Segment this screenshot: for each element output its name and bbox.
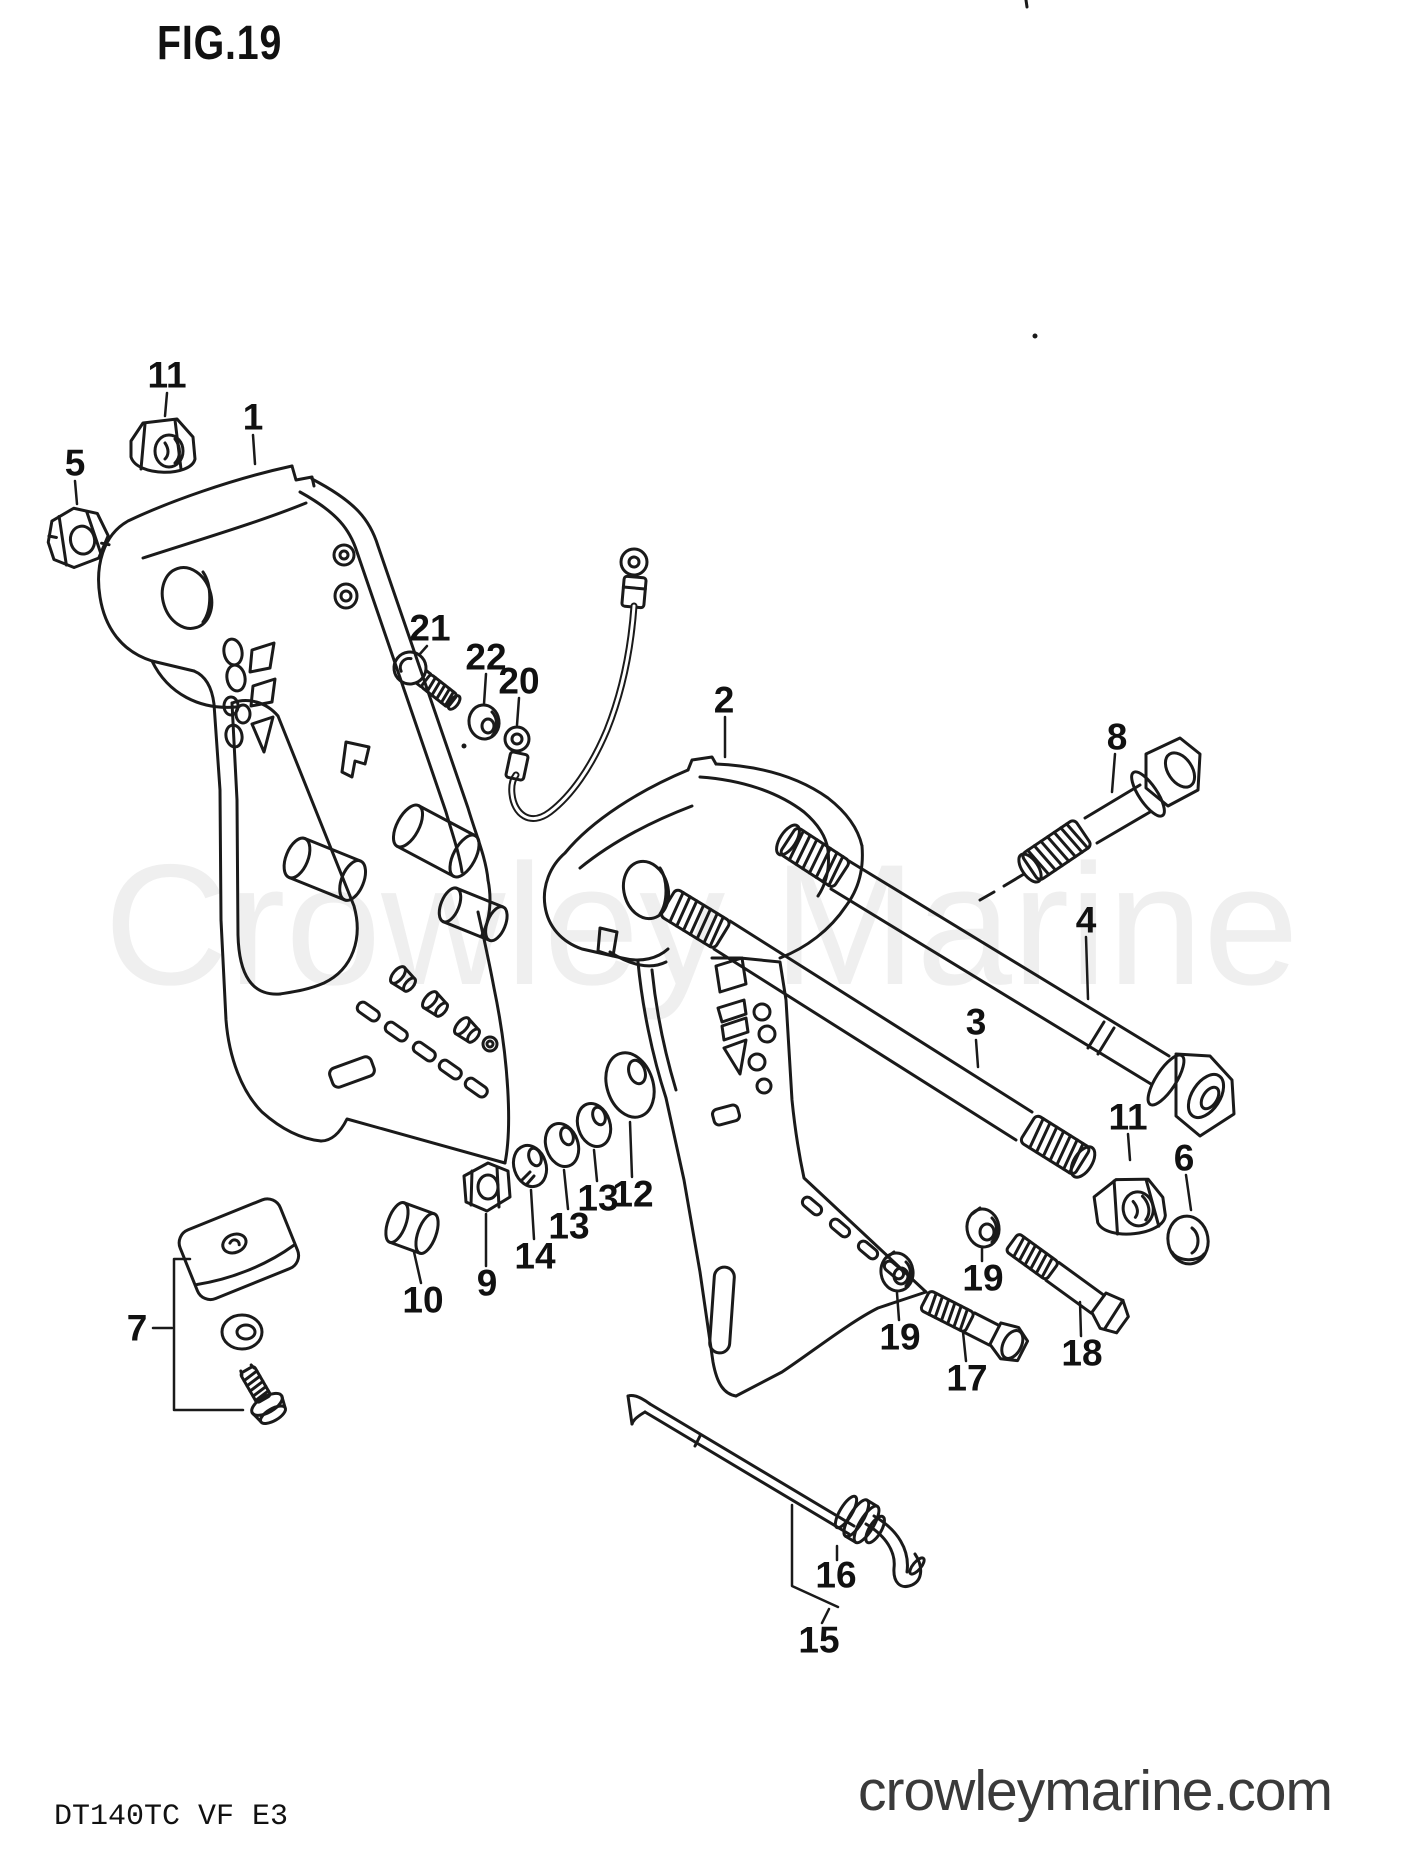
stray-marks xyxy=(461,0,1038,749)
callout-label: 18 xyxy=(1061,1333,1102,1374)
callout-label: 20 xyxy=(498,661,539,702)
ground-wire-20 xyxy=(503,547,649,822)
rod-15 xyxy=(626,1394,856,1536)
leader-bracket-15 xyxy=(790,1503,840,1609)
callout-label: 9 xyxy=(477,1263,498,1304)
callout-label: 3 xyxy=(966,1002,987,1043)
callout-leader xyxy=(515,696,521,727)
washer-19-left xyxy=(879,1250,915,1293)
washer-12 xyxy=(604,1051,656,1119)
callout-leader xyxy=(895,1291,901,1322)
callout-label: 7 xyxy=(127,1308,148,1349)
callout-leader xyxy=(961,1330,968,1363)
callout-leader xyxy=(1110,752,1117,794)
lock-washer-14 xyxy=(511,1143,549,1189)
callout-leader xyxy=(820,1607,831,1625)
model-code: DT140TC VF E3 xyxy=(54,1800,289,1834)
cap-6 xyxy=(1166,1214,1210,1266)
callout-leader xyxy=(73,479,79,506)
washer-22 xyxy=(467,703,501,741)
callout-label: 5 xyxy=(65,443,86,484)
website-link[interactable]: crowleymarine.com xyxy=(858,1759,1333,1823)
bolt-17 xyxy=(918,1288,1030,1363)
callout-leader xyxy=(163,391,169,418)
clamp-bracket-starboard xyxy=(542,755,928,1398)
callout-label: 13 xyxy=(548,1206,589,1247)
callout-leader xyxy=(1078,1300,1083,1338)
callout-leader xyxy=(628,1120,634,1179)
callout-label: 2 xyxy=(714,680,735,721)
callout-label: 13 xyxy=(577,1178,618,1219)
callout-label: 12 xyxy=(612,1174,653,1215)
callout-label: 22 xyxy=(465,637,506,678)
callout-label: 11 xyxy=(147,355,186,396)
washer-13-a xyxy=(575,1102,613,1148)
callout-label: 4 xyxy=(1076,900,1097,941)
callout-label: 19 xyxy=(879,1317,920,1358)
callout-label: 19 xyxy=(962,1258,1003,1299)
bolt-8 xyxy=(978,736,1202,902)
callout-leader xyxy=(592,1148,599,1183)
callout-leader xyxy=(412,1250,423,1285)
callout-label: 11 xyxy=(1108,1097,1147,1138)
callout-leader xyxy=(562,1168,570,1211)
callout-leader xyxy=(1126,1132,1132,1162)
callout-label: 15 xyxy=(798,1620,839,1661)
callout-leader xyxy=(529,1188,536,1241)
washer-13-b xyxy=(543,1122,581,1168)
hose-elbow xyxy=(864,1514,926,1588)
callout-label: 16 xyxy=(815,1555,856,1596)
nut-11-right xyxy=(1092,1177,1167,1236)
callout-leader xyxy=(417,644,429,657)
part-7-group xyxy=(172,1197,301,1425)
callout-leader xyxy=(1084,935,1090,1001)
callout-leader xyxy=(1184,1173,1193,1212)
callout-label: 17 xyxy=(946,1358,987,1399)
nut-11-left xyxy=(129,417,197,474)
bolt-18 xyxy=(1004,1231,1130,1335)
callout-label: 8 xyxy=(1107,717,1128,758)
washer-19-right xyxy=(965,1206,1001,1249)
clamp-bracket-port xyxy=(97,464,511,1165)
callout-label: 21 xyxy=(409,608,450,649)
nut-5 xyxy=(46,506,111,569)
clamp-bolt-lower xyxy=(658,886,1097,1179)
callout-label: 6 xyxy=(1174,1138,1195,1179)
callout-leader xyxy=(974,1038,980,1069)
callout-leader xyxy=(482,672,488,706)
nut-9 xyxy=(462,1161,512,1213)
callout-label: 14 xyxy=(514,1236,556,1277)
bolt-21 xyxy=(392,650,462,711)
clamp-bolt-upper xyxy=(775,823,1236,1138)
callout-label: 10 xyxy=(402,1280,443,1321)
callout-leader xyxy=(251,433,257,466)
figure-title: FIG.19 xyxy=(157,17,283,70)
callout-label: 1 xyxy=(243,397,264,438)
spacer-10 xyxy=(384,1201,440,1255)
